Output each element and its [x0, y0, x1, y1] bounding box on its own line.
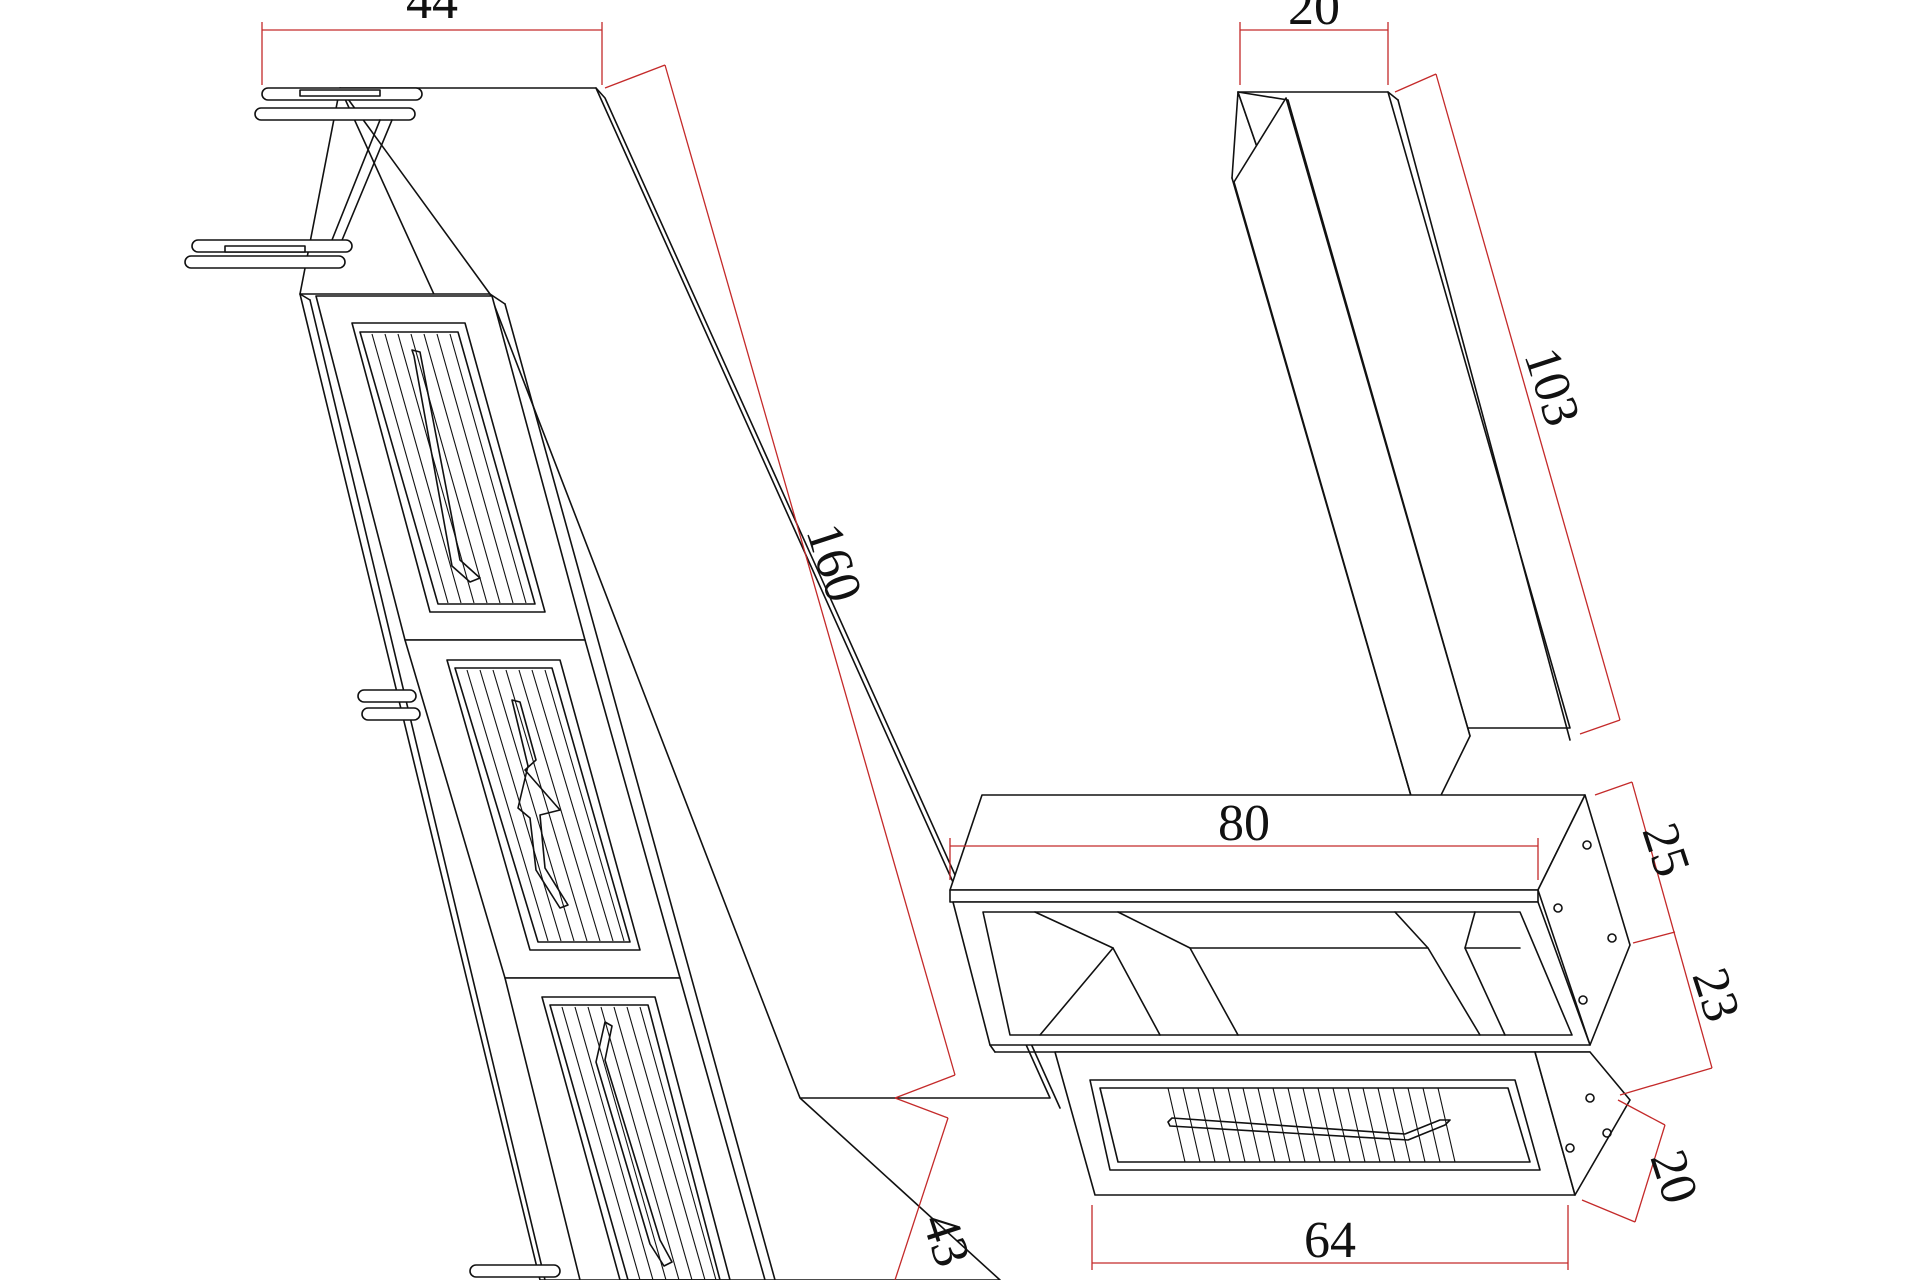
cabinet-drawer-handle: [1167, 1117, 1451, 1141]
drawer-3-handle: [595, 1021, 673, 1267]
drawer-1-slats: [371, 333, 527, 604]
tv-unit-back-edge: [595, 87, 1061, 1109]
drawer-module-width-label: 64: [1304, 1212, 1356, 1269]
wall-cabinet-width-label: 80: [1218, 795, 1270, 852]
wall-shelf-dimension-lines: [1239, 22, 1621, 735]
wall-cabinet-side: [1537, 794, 1631, 1046]
drawer-3-panel: [541, 996, 731, 1280]
wall-cabinet-open-shelf: [952, 901, 1591, 1046]
tv-unit-width-label: 44: [406, 0, 458, 30]
tv-unit-dimension-lines: [261, 22, 956, 1280]
wall-cabinet-depth-label: 20: [1639, 1143, 1709, 1210]
cabinet-drawer-slats: [1167, 1087, 1456, 1163]
wall-cabinet-dimension-lines: [949, 781, 1713, 1270]
drawer-2-handle: [511, 699, 569, 909]
wall-shelf-drawing: [1231, 91, 1571, 835]
drawer-3-slats: [561, 1006, 717, 1280]
wall-shelf-depth-label: 20: [1288, 0, 1340, 36]
tv-unit-legs: [184, 87, 561, 1278]
wall-cabinet-top-front: [949, 889, 1539, 903]
drawer-2-slats: [466, 669, 625, 942]
tv-unit-drawing: [184, 87, 1061, 1280]
wall-shelf-length-label: 103: [1513, 341, 1591, 433]
wall-cabinet-height-label: 25: [1631, 816, 1701, 883]
drawer-2-panel: [446, 659, 641, 951]
wall-cabinet-lower-height-label: 23: [1681, 961, 1751, 1028]
wall-cabinet-drawing: [949, 794, 1631, 1196]
wall-cabinet-drawer-side: [1534, 1051, 1631, 1196]
drawer-1-panel: [351, 322, 546, 613]
drawer-1-handle: [411, 349, 481, 583]
wall-cabinet-drawer: [1054, 1051, 1576, 1196]
